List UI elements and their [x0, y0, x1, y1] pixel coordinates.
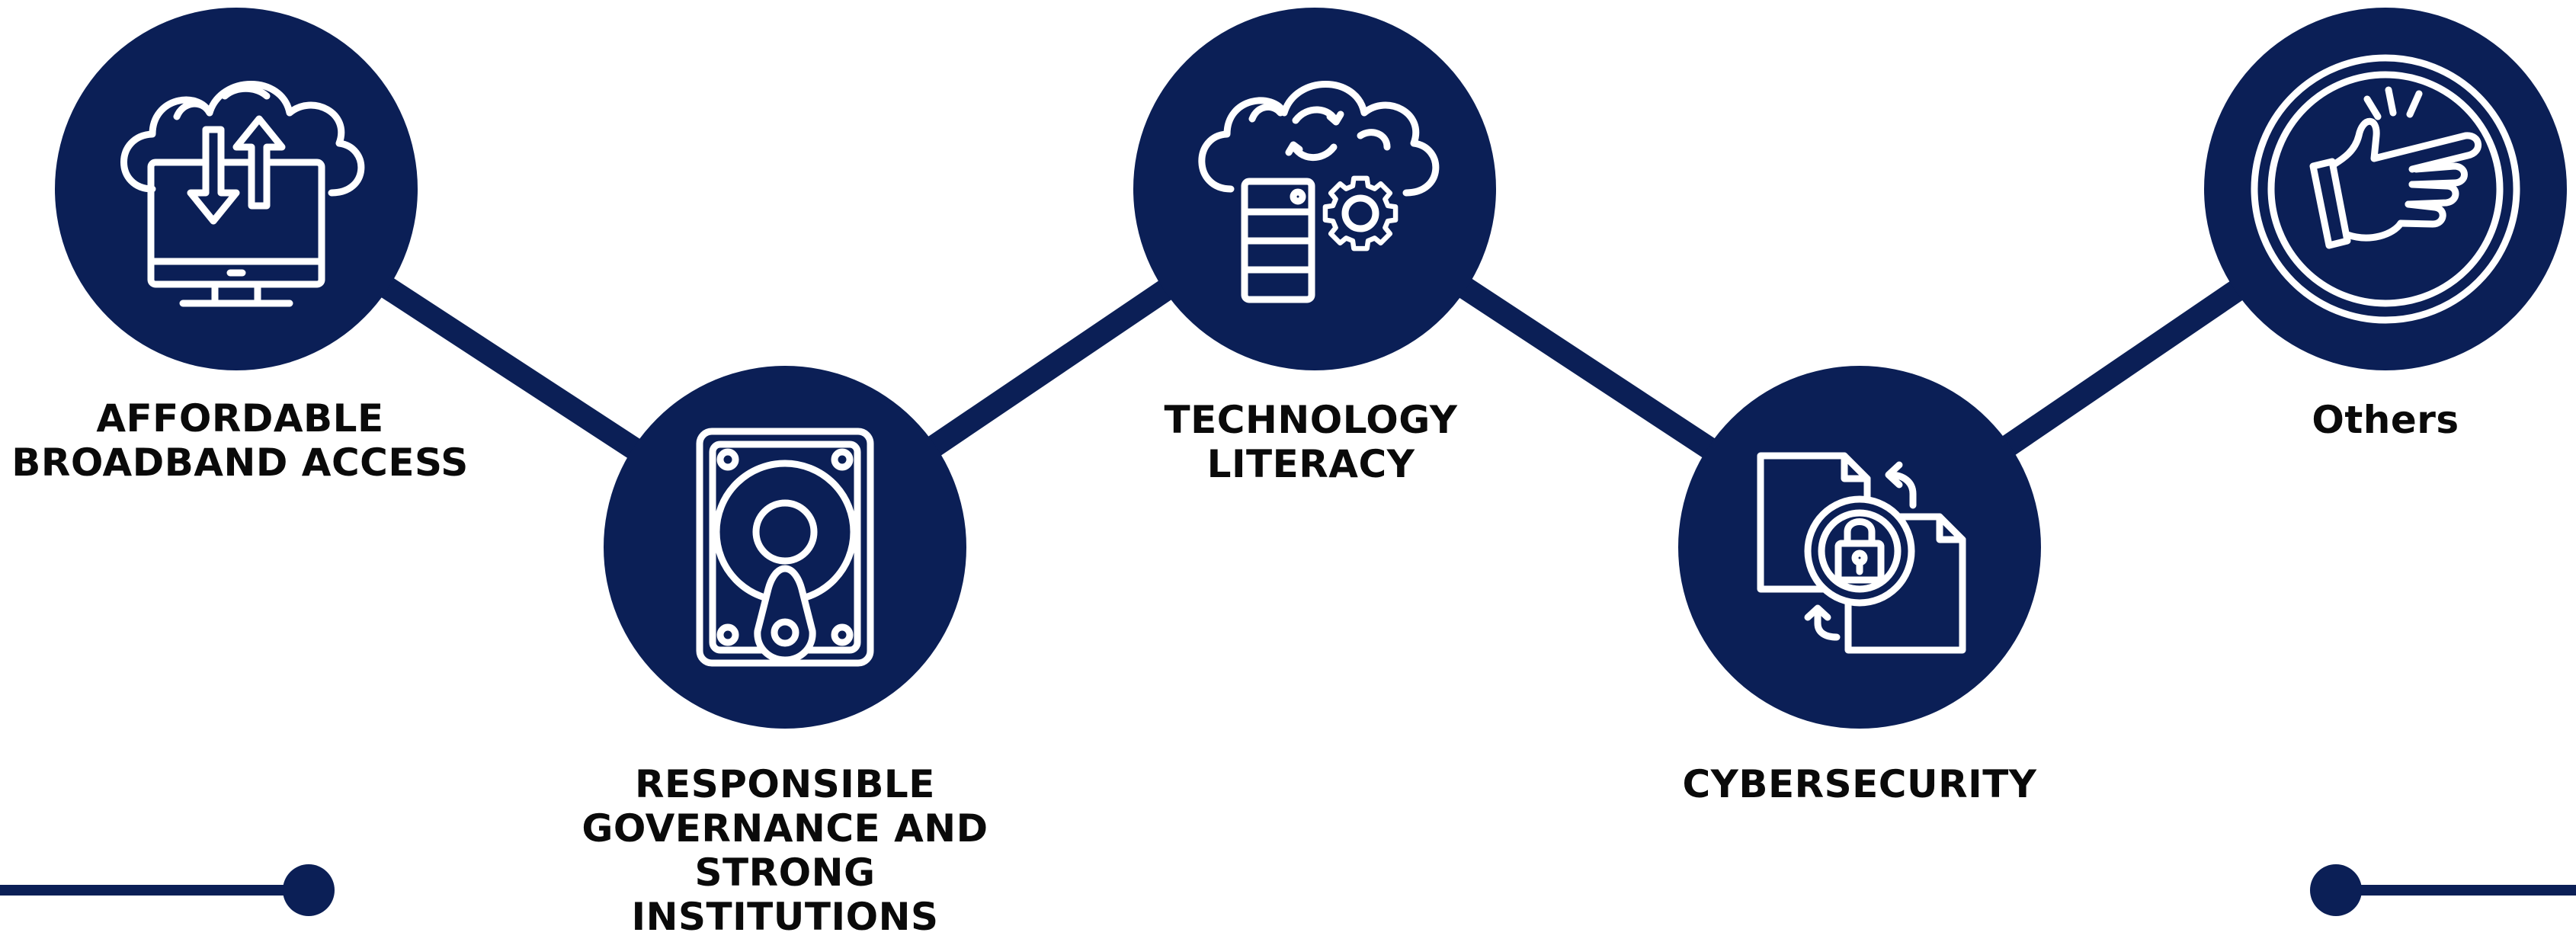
pointing-hand-icon — [2251, 54, 2520, 324]
label-line: LITERACY — [1206, 442, 1415, 486]
label-line: STRONG — [694, 851, 876, 895]
node-circle-others — [2204, 8, 2567, 370]
label-line: Others — [2312, 398, 2459, 442]
right-edge-dot — [2310, 864, 2362, 916]
label-line: AFFORDABLE — [96, 396, 384, 441]
label-line: GOVERNANCE AND — [582, 806, 988, 851]
label-others: Others — [2233, 398, 2538, 442]
node-circle-broadband — [55, 8, 418, 370]
label-line: CYBERSECURITY — [1682, 762, 2037, 806]
hard-drive-icon — [696, 428, 874, 667]
node-circle-governance — [604, 366, 966, 729]
cloud-transfer-monitor-icon — [120, 81, 365, 307]
document-lock-icon — [1757, 452, 1966, 654]
label-line: BROADBAND ACCESS — [11, 441, 469, 485]
label-line: TECHNOLOGY — [1164, 398, 1458, 442]
label-line: RESPONSIBLE — [635, 762, 935, 806]
label-line: INSTITUTIONS — [631, 895, 939, 939]
cloud-server-gear-icon — [1198, 81, 1440, 303]
left-edge-dot — [283, 864, 335, 916]
label-cybersecurity: CYBERSECURITY — [1623, 762, 2096, 806]
